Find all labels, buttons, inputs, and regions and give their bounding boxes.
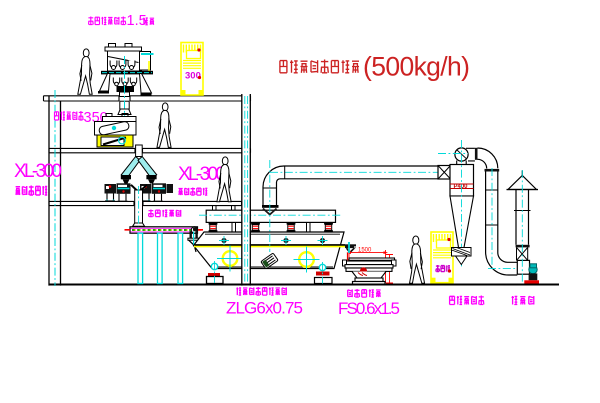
svg-text:FS0.6x1.5: FS0.6x1.5 <box>338 299 400 318</box>
svg-text:P400: P400 <box>454 184 469 190</box>
svg-text:XL-300: XL-300 <box>14 161 62 182</box>
svg-text:ZLG6x0.75: ZLG6x0.75 <box>226 299 303 318</box>
svg-text:1.5: 1.5 <box>127 13 147 29</box>
svg-text:XL-300: XL-300 <box>178 164 226 185</box>
svg-text:1500: 1500 <box>358 248 372 254</box>
svg-text:300: 300 <box>185 71 201 82</box>
svg-text:(500kg/h): (500kg/h) <box>363 52 470 82</box>
